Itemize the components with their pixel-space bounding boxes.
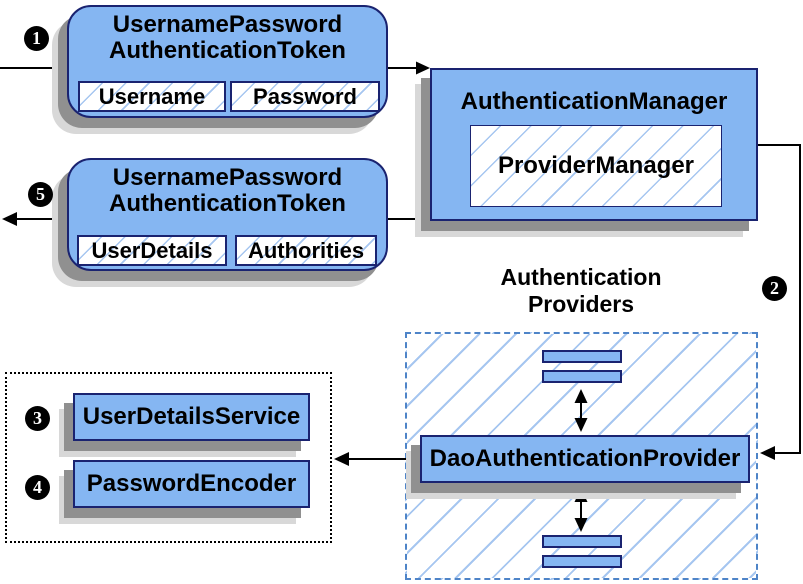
arrow-step1-head [416, 61, 430, 75]
node-dao-authentication-provider: DaoAuthenticationProvider [420, 435, 750, 483]
field-password: Password [230, 81, 380, 112]
services-container: UserDetailsService PasswordEncoder [5, 372, 332, 543]
provider-stack-bar [542, 555, 622, 568]
field-userdetails: UserDetails [77, 235, 227, 266]
provider-stack-bar [542, 535, 622, 548]
providers-heading-line1: Authentication [500, 264, 662, 290]
field-authorities: Authorities [235, 235, 377, 266]
node-authentication-manager: AuthenticationManager ProviderManager [430, 68, 758, 221]
node-request-token-title-line1: UsernamePassword [112, 11, 343, 38]
step-badge-4: 4 [25, 475, 50, 500]
node-result-token-title-line2: AuthenticationToken [109, 190, 346, 217]
node-result-token-title: UsernamePassword AuthenticationToken [69, 165, 386, 217]
provider-stack-bar [542, 370, 622, 383]
node-provider-manager: ProviderManager [470, 125, 722, 207]
step-badge-5: 5 [28, 182, 53, 207]
step-badge-1: 1 [24, 26, 49, 51]
node-password-encoder: PasswordEncoder [73, 460, 310, 508]
double-arrow-bottom-head-up [574, 488, 588, 502]
arrow-step5-head [2, 212, 17, 226]
provider-stack-bar [542, 350, 622, 363]
node-result-token: UsernamePassword AuthenticationToken Use… [67, 158, 388, 271]
step-badge-2: 2 [762, 276, 787, 301]
providers-heading-line2: Providers [527, 291, 635, 317]
arrow-services-head [334, 452, 349, 466]
arrow-step2-line [758, 144, 801, 454]
node-request-token: UsernamePassword AuthenticationToken Use… [67, 5, 388, 118]
node-request-token-title-line2: AuthenticationToken [109, 37, 346, 64]
arrow-step2-head [760, 446, 775, 460]
field-username: Username [78, 81, 226, 112]
providers-heading: Authentication Providers [430, 264, 732, 318]
double-arrow-bottom-head-down [574, 518, 588, 532]
step-badge-3: 3 [25, 406, 50, 431]
double-arrow-top-head-up [574, 389, 588, 403]
node-user-details-service: UserDetailsService [73, 393, 310, 441]
node-authentication-manager-title: AuthenticationManager [460, 88, 728, 115]
node-result-token-title-line1: UsernamePassword [112, 164, 343, 191]
double-arrow-top-head-down [574, 418, 588, 432]
node-request-token-title: UsernamePassword AuthenticationToken [69, 12, 386, 64]
